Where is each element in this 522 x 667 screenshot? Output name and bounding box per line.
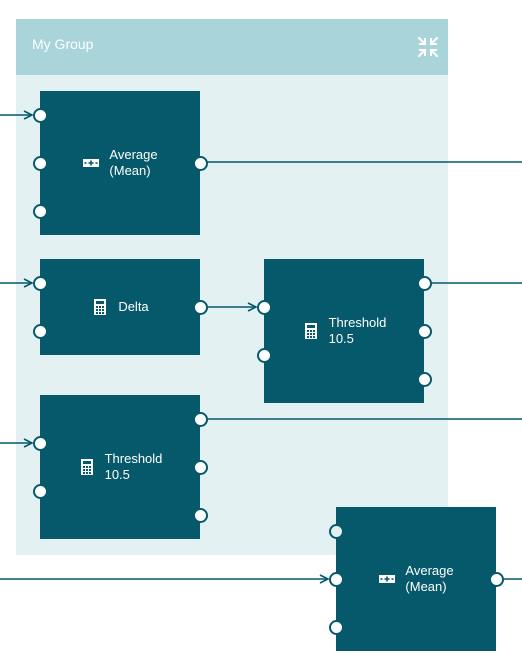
average-icon bbox=[379, 575, 396, 583]
output-port[interactable] bbox=[417, 276, 432, 291]
delta-node[interactable]: Delta bbox=[33, 259, 208, 355]
output-port[interactable] bbox=[193, 508, 208, 523]
threshold-node[interactable]: Threshold 10.5 bbox=[33, 395, 208, 539]
node-label: Average (Mean) bbox=[109, 147, 158, 178]
output-port[interactable] bbox=[193, 300, 208, 315]
output-port[interactable] bbox=[417, 324, 432, 339]
collapse-icon[interactable] bbox=[417, 36, 439, 58]
node-label: Average (Mean) bbox=[405, 563, 454, 594]
calculator-icon bbox=[80, 459, 93, 475]
input-port[interactable] bbox=[329, 620, 344, 635]
input-port[interactable] bbox=[33, 156, 48, 171]
input-port[interactable] bbox=[257, 348, 272, 363]
input-port[interactable] bbox=[329, 524, 344, 539]
average-icon bbox=[83, 159, 100, 167]
node-label: Delta bbox=[118, 299, 149, 314]
input-port[interactable] bbox=[33, 204, 48, 219]
group-header[interactable]: My Group bbox=[16, 19, 448, 75]
node-label: Threshold 10.5 bbox=[328, 315, 387, 346]
output-port[interactable] bbox=[193, 156, 208, 171]
output-port[interactable] bbox=[417, 372, 432, 387]
input-port[interactable] bbox=[257, 300, 272, 315]
input-port[interactable] bbox=[33, 276, 48, 291]
input-port[interactable] bbox=[33, 108, 48, 123]
group-title: My Group bbox=[32, 36, 94, 52]
output-port[interactable] bbox=[489, 572, 504, 587]
output-port[interactable] bbox=[193, 412, 208, 427]
node-label: Threshold 10.5 bbox=[104, 451, 163, 482]
input-port[interactable] bbox=[33, 324, 48, 339]
calculator-icon bbox=[304, 323, 317, 339]
average-mean-node[interactable]: Average (Mean) bbox=[33, 91, 208, 235]
average-mean-node[interactable]: Average (Mean) bbox=[329, 507, 504, 651]
calculator-icon bbox=[94, 299, 107, 315]
input-port[interactable] bbox=[33, 484, 48, 499]
output-port[interactable] bbox=[193, 460, 208, 475]
input-port[interactable] bbox=[329, 572, 344, 587]
input-port[interactable] bbox=[33, 436, 48, 451]
threshold-node[interactable]: Threshold 10.5 bbox=[257, 259, 432, 403]
